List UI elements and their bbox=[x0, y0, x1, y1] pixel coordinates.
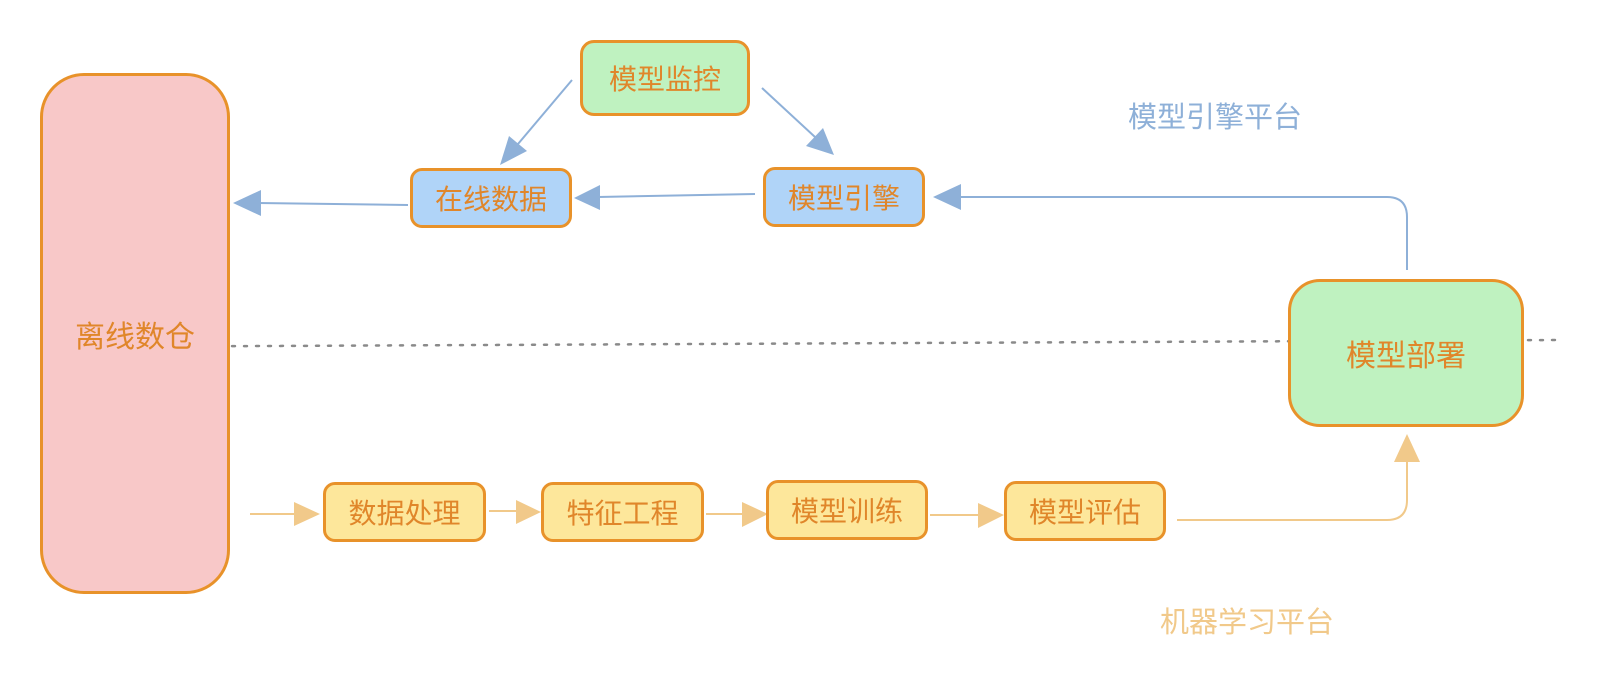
online-data-label: 在线数据 bbox=[434, 183, 547, 216]
zone-divider-line bbox=[50, 338, 1562, 349]
feature-engineering-label: 特征工程 bbox=[566, 497, 679, 530]
model-training-label: 模型训练 bbox=[790, 495, 903, 528]
edge-monitor-to-engine bbox=[761, 87, 834, 155]
feature-engineering-node: 特征工程 bbox=[541, 482, 704, 542]
edge-feature-to-training bbox=[706, 502, 768, 527]
edge-training-to-evaluation bbox=[930, 503, 1004, 528]
model-engine-node: 模型引擎 bbox=[763, 167, 925, 227]
model-evaluation-label: 模型评估 bbox=[1028, 496, 1141, 529]
online-data-node: 在线数据 bbox=[410, 168, 572, 228]
ml-platform-region-label: 机器学习平台 bbox=[1160, 605, 1335, 639]
model-monitor-node: 模型监控 bbox=[580, 40, 750, 116]
model-evaluation-node: 模型评估 bbox=[1004, 481, 1166, 541]
edge-engine-to-online-data bbox=[574, 185, 756, 210]
edge-evaluation-to-deploy bbox=[1177, 434, 1420, 521]
offline-data-warehouse-label: 离线数仓 bbox=[75, 319, 195, 355]
data-processing-node: 数据处理 bbox=[323, 482, 486, 542]
engine-platform-region-label: 模型引擎平台 bbox=[1128, 100, 1303, 134]
edge-online-data-to-warehouse bbox=[233, 190, 409, 216]
offline-data-warehouse-node: 离线数仓 bbox=[40, 73, 230, 594]
edge-monitor-to-online-data bbox=[500, 79, 573, 165]
data-processing-label: 数据处理 bbox=[348, 497, 461, 530]
edge-warehouse-to-processing bbox=[250, 502, 320, 526]
model-training-node: 模型训练 bbox=[766, 480, 928, 540]
edge-processing-to-feature bbox=[489, 500, 541, 524]
model-monitor-label: 模型监控 bbox=[608, 63, 721, 96]
model-engine-label: 模型引擎 bbox=[787, 182, 900, 215]
model-deployment-label: 模型部署 bbox=[1346, 339, 1466, 374]
model-deployment-node: 模型部署 bbox=[1288, 279, 1524, 427]
edge-deploy-to-engine bbox=[933, 184, 1408, 270]
